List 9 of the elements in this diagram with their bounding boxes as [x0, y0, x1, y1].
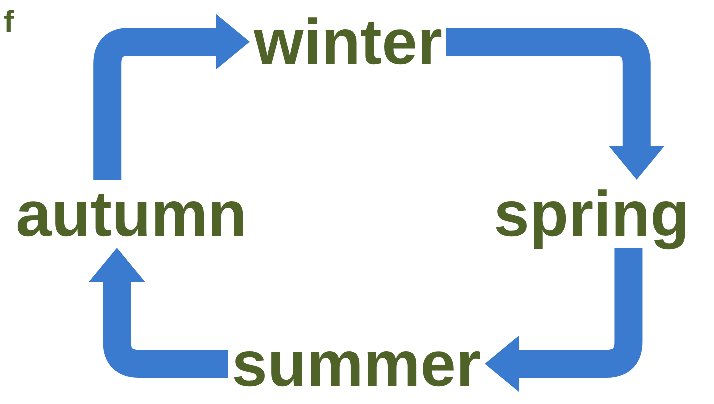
curved-arrow	[485, 248, 643, 392]
season-label: spring	[490, 180, 694, 248]
panel-letter: f	[4, 8, 14, 38]
season-label: summer	[228, 330, 485, 398]
season-label: winter	[250, 8, 446, 76]
curved-arrow	[89, 248, 228, 378]
curved-arrow	[446, 28, 665, 180]
season-label: autumn	[12, 180, 252, 248]
curved-arrow	[94, 14, 250, 180]
